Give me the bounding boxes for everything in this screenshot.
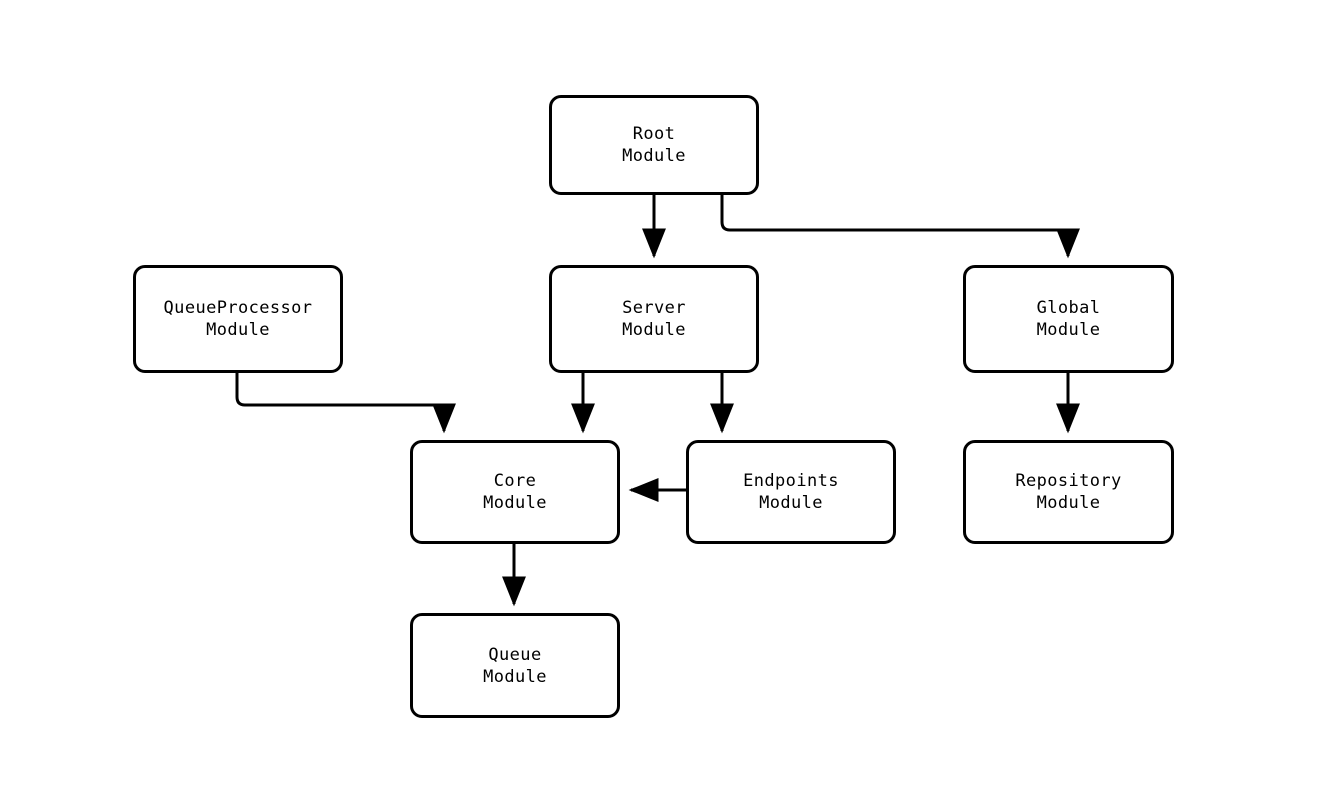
node-label-suffix: Module	[622, 320, 686, 340]
edge-queueprocessor-to-core	[235, 373, 456, 434]
node-label-suffix: Module	[759, 493, 823, 513]
node-label-name: Global	[1036, 298, 1101, 318]
node-label-suffix: Module	[1036, 320, 1101, 340]
node-label-suffix: Module	[1036, 493, 1101, 513]
node-label-name: Queue	[488, 644, 542, 665]
node-label-name: Endpoints	[743, 471, 839, 491]
node-label-suffix: Module	[483, 666, 547, 687]
node-label-name: Server	[622, 298, 686, 318]
edges-group	[235, 195, 1080, 607]
edge-root-to-global	[720, 195, 1080, 259]
node-label-name: Repository	[1015, 471, 1122, 491]
node-label-suffix: Module	[483, 493, 547, 513]
node-label-name: Root	[632, 124, 676, 144]
node-label-suffix: Module	[206, 320, 270, 340]
node-label-name: Core	[493, 471, 537, 491]
node-label-suffix: Module	[622, 146, 686, 166]
node-label-name: QueueProcessor	[163, 298, 313, 318]
